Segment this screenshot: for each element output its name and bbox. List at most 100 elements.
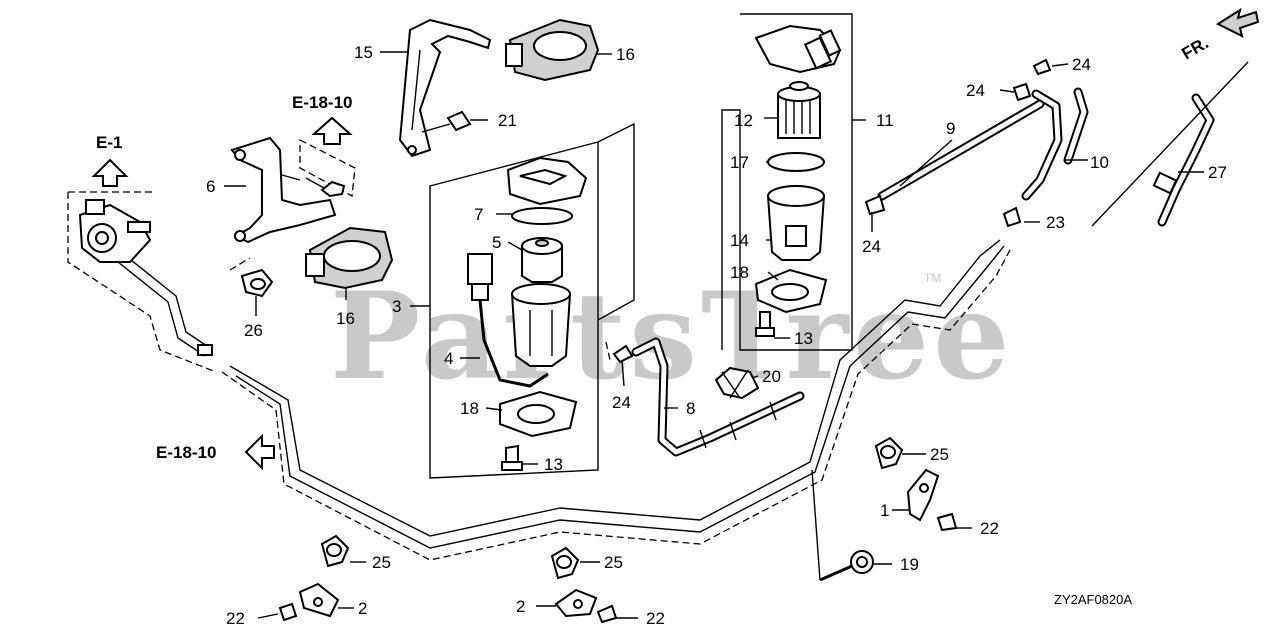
pump-hose-end bbox=[197, 344, 213, 356]
left-pump-line bbox=[67, 191, 217, 373]
callout-17: 17 bbox=[730, 153, 749, 172]
callout-10: 10 bbox=[1090, 153, 1109, 172]
callout-24-c: 24 bbox=[862, 237, 881, 256]
callout-23: 23 bbox=[1046, 213, 1065, 232]
callout-15: 15 bbox=[354, 43, 373, 62]
filter-box-11 bbox=[721, 13, 853, 351]
callout-4: 4 bbox=[444, 349, 453, 368]
gasket-18-upper bbox=[754, 268, 828, 314]
sensor-4 bbox=[467, 253, 549, 388]
filter-cover-top bbox=[754, 24, 842, 74]
hose-9 bbox=[877, 99, 1045, 201]
callout-7: 7 bbox=[474, 205, 483, 224]
bracket-2-left bbox=[298, 582, 340, 618]
callout-16-lower: 16 bbox=[336, 309, 355, 328]
callout-22-mid: 22 bbox=[646, 609, 665, 628]
callout-11: 11 bbox=[876, 111, 894, 130]
leader-lines bbox=[224, 51, 1204, 619]
callout-5: 5 bbox=[492, 233, 501, 252]
bolt-22-mid bbox=[596, 604, 618, 624]
clip-24-b bbox=[1032, 58, 1052, 76]
clamp-25-right bbox=[874, 436, 904, 470]
clip-24-lower bbox=[612, 344, 634, 364]
callout-labels: 1 2 2 3 4 5 6 7 8 9 10 11 12 13 13 14 15… bbox=[206, 43, 1227, 628]
bolt-21 bbox=[421, 110, 472, 133]
callout-2-left: 2 bbox=[358, 599, 367, 618]
callout-26: 26 bbox=[244, 321, 263, 340]
bolt-13-upper bbox=[755, 311, 775, 337]
callout-12: 12 bbox=[734, 111, 753, 130]
bracket-1 bbox=[906, 468, 940, 522]
callout-13-lower: 13 bbox=[544, 455, 563, 474]
gasket-18-lower bbox=[499, 390, 578, 438]
direction-arrow-icon bbox=[1215, 7, 1260, 38]
callout-2-mid: 2 bbox=[516, 597, 525, 616]
ref-e1: E-1 bbox=[96, 133, 122, 152]
callout-24-a: 24 bbox=[966, 81, 985, 100]
callout-24-d: 24 bbox=[612, 393, 631, 412]
hose-8-dash bbox=[605, 341, 611, 361]
o-ring-7 bbox=[511, 207, 573, 225]
callout-9: 9 bbox=[946, 119, 955, 138]
trademark-mark: TM bbox=[924, 271, 941, 285]
callout-3: 3 bbox=[392, 297, 401, 316]
clip-20 bbox=[714, 366, 760, 400]
bolt-6 bbox=[320, 180, 346, 198]
clamp-25-left bbox=[320, 534, 350, 568]
callout-18-upper: 18 bbox=[730, 263, 749, 282]
filter-box-3 bbox=[429, 122, 635, 479]
bolt-13-lower bbox=[501, 444, 523, 472]
callout-25-left: 25 bbox=[372, 553, 391, 572]
float-5 bbox=[521, 237, 563, 283]
fuel-line-main bbox=[221, 239, 1011, 581]
hose-8 bbox=[631, 337, 805, 457]
clip-24-a bbox=[1012, 82, 1032, 102]
clamp-25-mid bbox=[550, 546, 580, 580]
callout-6: 6 bbox=[206, 177, 215, 196]
filter-cup-14 bbox=[766, 185, 826, 261]
arrow-up-icon bbox=[311, 116, 353, 145]
arrow-up-icon bbox=[91, 158, 129, 187]
grommet-19 bbox=[819, 550, 874, 582]
callout-25-mid: 25 bbox=[604, 553, 623, 572]
filter-element-12 bbox=[777, 81, 821, 139]
direction-label: FR. bbox=[1179, 33, 1212, 63]
filter-cover bbox=[506, 156, 588, 206]
bolt-22-left bbox=[278, 602, 298, 622]
watermark-text: PartsTree bbox=[330, 266, 1013, 407]
callout-22-right: 22 bbox=[980, 519, 999, 538]
callout-22-left: 22 bbox=[226, 609, 245, 628]
callout-25-right: 25 bbox=[930, 445, 949, 464]
drawing-code: ZY2AF0820A bbox=[1054, 592, 1132, 607]
callout-27: 27 bbox=[1208, 163, 1227, 182]
callout-13-upper: 13 bbox=[794, 329, 813, 348]
callout-21: 21 bbox=[498, 111, 517, 130]
callout-16-top: 16 bbox=[616, 45, 635, 64]
arrow-left-icon bbox=[244, 433, 275, 471]
hose-27 bbox=[1091, 61, 1249, 227]
clamp-16-top bbox=[505, 18, 600, 82]
clip-23 bbox=[1002, 206, 1022, 228]
callout-18-lower: 18 bbox=[460, 399, 479, 418]
ref-box-top bbox=[299, 138, 356, 198]
bracket-15 bbox=[398, 18, 492, 158]
clip-24-c bbox=[864, 194, 886, 216]
bracket-6 bbox=[230, 136, 337, 244]
callout-19: 19 bbox=[900, 555, 919, 574]
callout-8: 8 bbox=[686, 399, 695, 418]
bracket-2-mid bbox=[554, 588, 598, 618]
ref-e1810-top: E-18-10 bbox=[292, 93, 352, 112]
bolt-22-right bbox=[936, 512, 958, 532]
callout-14: 14 bbox=[730, 231, 749, 250]
ref-e1810-left: E-18-10 bbox=[156, 443, 216, 462]
clamp-16-lower bbox=[305, 226, 394, 290]
filter-cup-3 bbox=[510, 283, 572, 367]
callout-20: 20 bbox=[762, 367, 781, 386]
callout-24-b: 24 bbox=[1072, 55, 1091, 74]
o-ring-17 bbox=[767, 152, 825, 172]
fuel-pump-assembly bbox=[78, 199, 152, 263]
grommet-26 bbox=[229, 257, 274, 298]
callout-1: 1 bbox=[880, 501, 889, 520]
hose-10 bbox=[1021, 87, 1089, 201]
